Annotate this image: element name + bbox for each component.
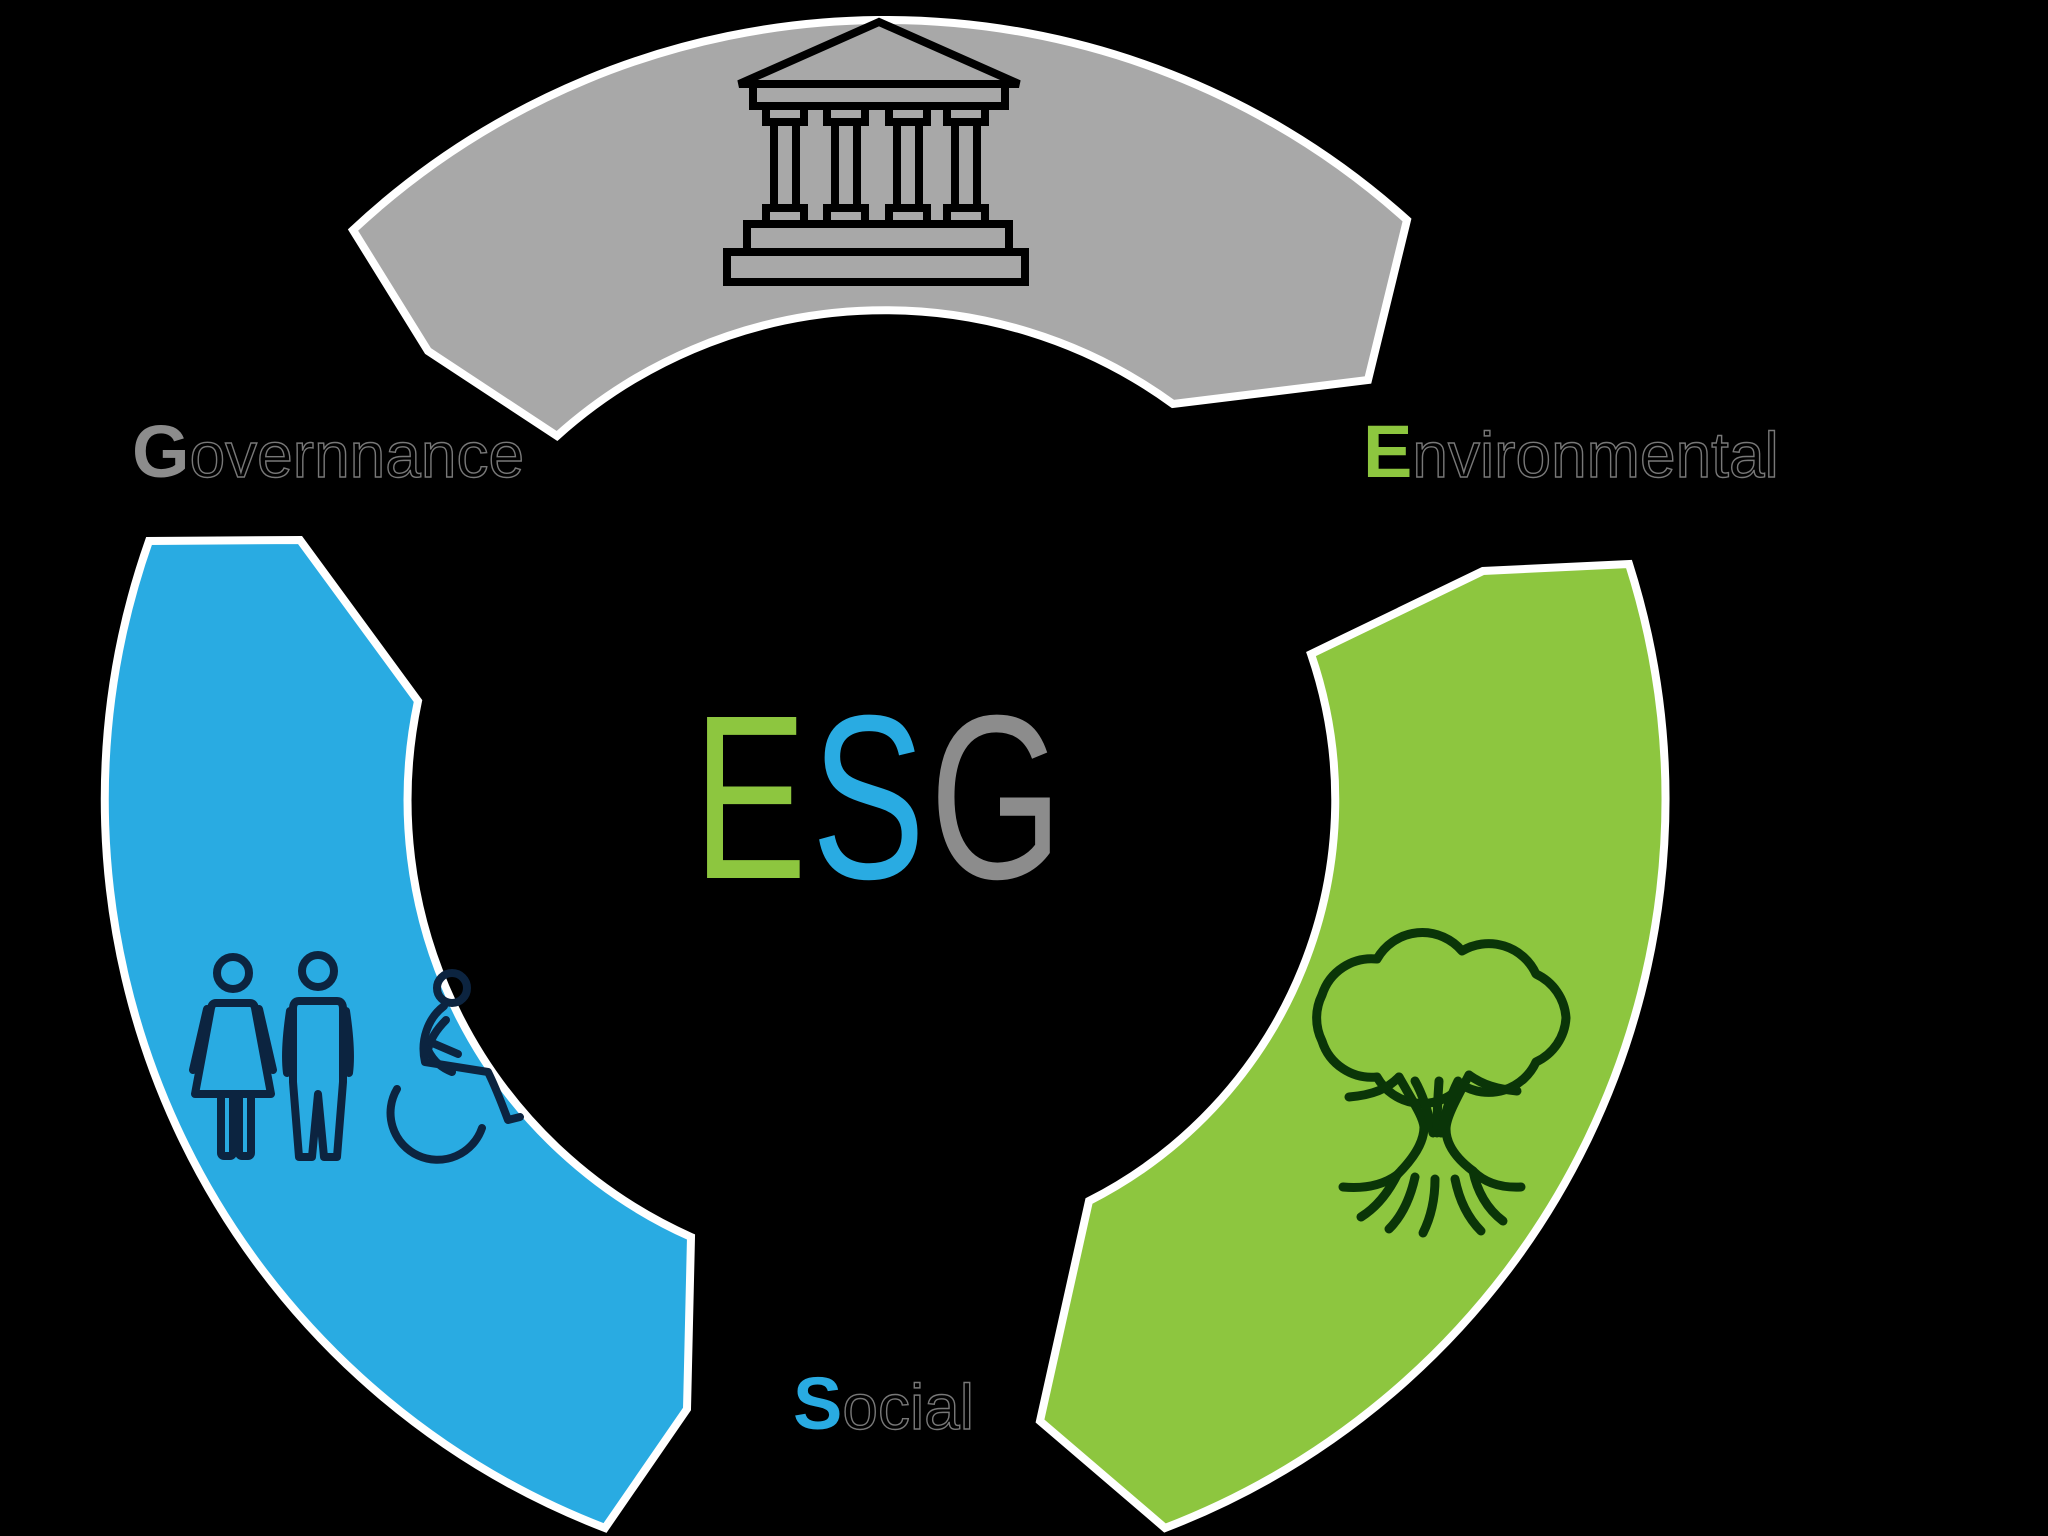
social-label: Social bbox=[793, 1362, 975, 1465]
tree-with-roots-icon bbox=[1312, 928, 1571, 1238]
esg-letter-s: S bbox=[811, 666, 930, 928]
esg-center-text: ESG bbox=[515, 680, 1245, 914]
environmental-label-rest: nvironmental bbox=[1412, 418, 1780, 491]
bank-icon bbox=[723, 17, 1029, 286]
environmental-label-initial: E bbox=[1363, 410, 1413, 493]
social-label-rest: ocial bbox=[842, 1370, 975, 1443]
people-accessibility-icon bbox=[189, 951, 524, 1164]
environmental-label: Environmental bbox=[1363, 412, 1779, 513]
governance-arc bbox=[347, 16, 1412, 442]
governance-label-initial: G bbox=[132, 410, 190, 493]
governance-label-rest: overnnance bbox=[189, 418, 525, 491]
environmental-arc bbox=[1035, 559, 1670, 1533]
esg-letter-g: G bbox=[929, 666, 1067, 928]
governance-label: Governnance bbox=[132, 410, 525, 513]
social-label-initial: S bbox=[793, 1362, 843, 1445]
esg-letter-e: E bbox=[693, 666, 812, 928]
social-arc bbox=[100, 535, 696, 1533]
